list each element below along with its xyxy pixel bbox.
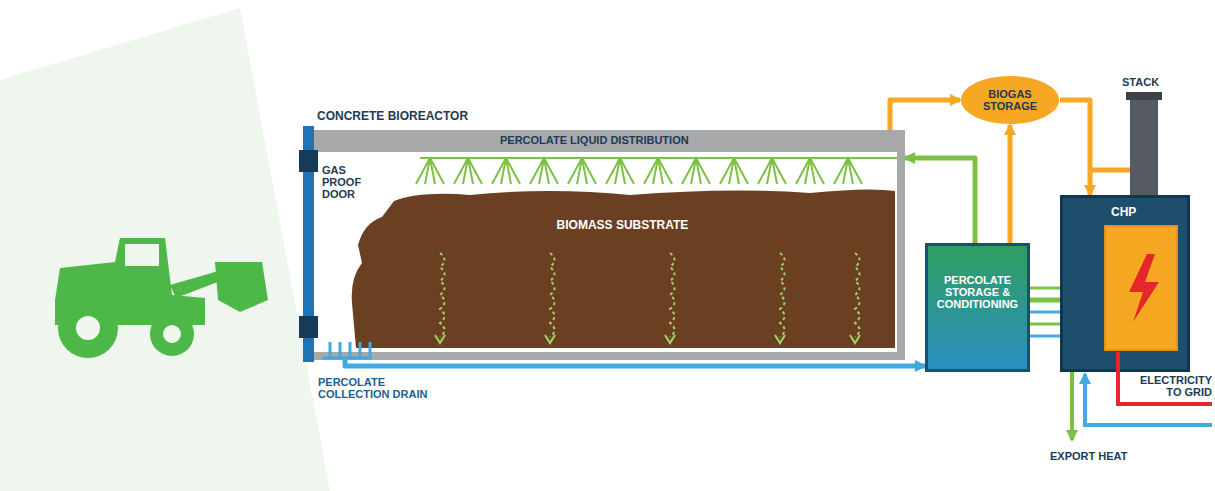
bioreactor-frame: CONCRETE BIOREACTORBIOMASS SUBSTRATE — [305, 130, 905, 360]
node-text: CONCRETE BIOREACTOR — [317, 110, 468, 123]
pipe-connector — [1008, 125, 1013, 243]
door-label: GAS PROOF DOOR — [322, 164, 382, 200]
pipe-connector — [345, 360, 925, 366]
biomass-shape — [350, 183, 895, 348]
node-text: BIOMASS SUBSTRATE — [350, 219, 895, 232]
pipe-connector — [890, 100, 960, 130]
door-hinge — [299, 316, 318, 338]
heat-label: EXPORT HEAT — [1050, 450, 1160, 462]
stack-cap — [1126, 92, 1162, 100]
tractor — [55, 238, 268, 358]
chp-unit: CHP — [1060, 195, 1190, 372]
return-water-pipe — [1085, 374, 1212, 425]
percolate-storage-box: PERCOLATE STORAGE & CONDITIONING — [925, 243, 1030, 372]
pipe-label: PERCOLATE LIQUID DISTRIBUTION — [500, 134, 800, 146]
background-shape — [0, 8, 330, 491]
gas-proof-door — [303, 126, 314, 362]
pipe-connector — [1060, 100, 1090, 195]
node-text: PERCOLATE STORAGE & CONDITIONING — [934, 274, 1021, 310]
export-heat-pipe — [1070, 372, 1074, 440]
pipe-connector — [1030, 298, 1060, 303]
drain-label: PERCOLATE COLLECTION DRAIN — [318, 376, 428, 400]
collection-drain — [322, 342, 372, 358]
biogas-storage: BIOGAS STORAGE — [960, 75, 1060, 125]
heat-exchange-lines — [1028, 288, 1062, 336]
chp-shape — [1063, 198, 1187, 369]
electricity-line — [1118, 352, 1212, 404]
biomass-substrate: BIOMASS SUBSTRATE — [350, 183, 895, 348]
grid-label: ELECTRICITY TO GRID — [1124, 374, 1212, 398]
pipe-connector — [905, 158, 975, 243]
door-hinge — [299, 150, 318, 172]
node-text: BIOGAS STORAGE — [974, 88, 1046, 112]
spray-nozzles — [416, 158, 897, 184]
stack — [1130, 95, 1158, 200]
node-text: CHP — [1111, 206, 1187, 219]
stack-label: STACK — [1122, 76, 1182, 88]
flue-pipe — [1090, 168, 1130, 173]
